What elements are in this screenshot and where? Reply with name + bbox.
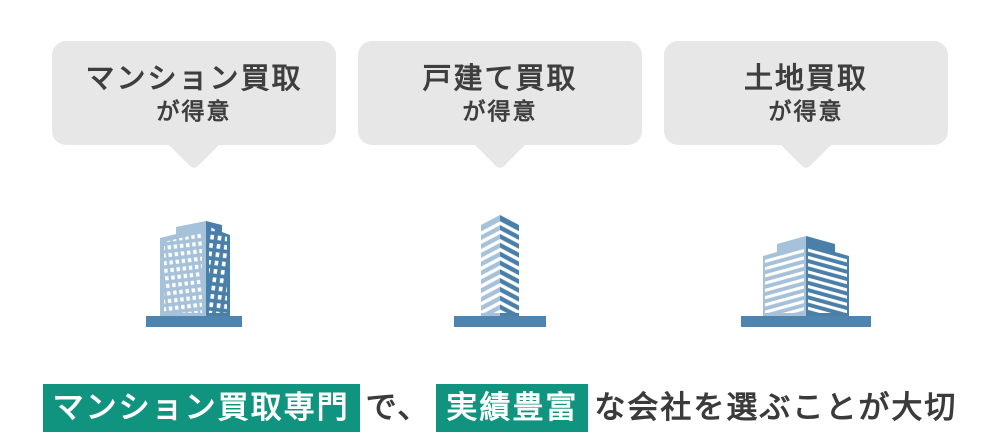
office-building-grid-windows-icon	[52, 196, 336, 328]
bubble-subtitle: が得意	[156, 97, 232, 124]
headline-text-tail: な会社を選ぶことが大切	[594, 390, 958, 425]
highlighted-phrase-mansion-senmon: マンション買取専門	[42, 384, 360, 432]
bubble-subtitle: が得意	[768, 97, 844, 124]
highlighted-phrase-jisseki-hofu: 実績豊富	[436, 384, 589, 432]
speech-bubble-detached: 戸建て買取 が得意	[358, 41, 642, 145]
office-tower-striped-icon	[358, 196, 642, 328]
office-building-wide-striped-icon	[664, 196, 948, 328]
speech-bubble-tail	[474, 144, 526, 170]
speech-bubble-tail	[168, 144, 220, 170]
bubble-title: 土地買取	[743, 62, 868, 95]
column-land: 土地買取 が得意	[664, 41, 948, 328]
feature-columns: マンション買取 が得意	[52, 41, 948, 328]
speech-bubble-mansion: マンション買取 が得意	[52, 41, 336, 145]
bubble-title: マンション買取	[85, 62, 303, 95]
column-mansion: マンション買取 が得意	[52, 41, 336, 328]
speech-bubble-tail	[780, 144, 832, 170]
bubble-title: 戸建て買取	[422, 62, 578, 95]
column-detached-house: 戸建て買取 が得意	[358, 41, 642, 328]
speech-bubble-land: 土地買取 が得意	[664, 41, 948, 145]
bottom-headline: マンション買取専門 で、 実績豊富 な会社を選ぶことが大切	[0, 384, 1000, 432]
bubble-subtitle: が得意	[462, 97, 538, 124]
headline-text-connector: で、	[365, 390, 431, 425]
